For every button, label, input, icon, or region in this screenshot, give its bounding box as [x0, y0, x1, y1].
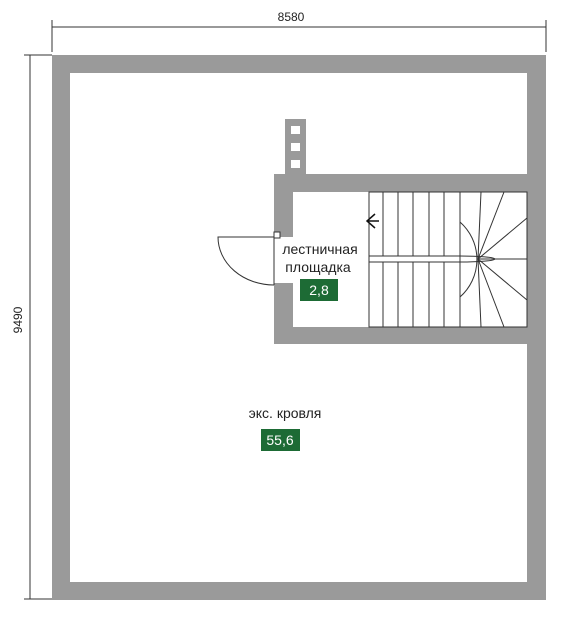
stair-enclosure-walls — [274, 174, 527, 344]
stair-direction-arrow — [365, 213, 379, 229]
landing-area-badge — [300, 279, 338, 301]
height-dimension: 9490 — [11, 54, 52, 600]
staircase — [368, 191, 528, 328]
landing-room: лестничная площадка 2,8 — [282, 241, 358, 301]
height-label: 9490 — [11, 306, 25, 333]
ventilation-shaft — [285, 119, 306, 175]
roof-area-badge — [261, 429, 300, 451]
roof-name: экс. кровля — [249, 405, 322, 421]
width-label: 8580 — [278, 10, 305, 24]
landing-name-line2: площадка — [285, 259, 351, 275]
landing-area: 2,8 — [309, 282, 329, 298]
outer-walls — [52, 55, 546, 600]
landing-name-line1: лестничная — [282, 241, 357, 257]
door — [217, 231, 281, 286]
roof-room: экс. кровля 55,6 — [249, 405, 322, 451]
width-dimension: 8580 — [51, 10, 547, 52]
roof-area: 55,6 — [266, 432, 293, 448]
